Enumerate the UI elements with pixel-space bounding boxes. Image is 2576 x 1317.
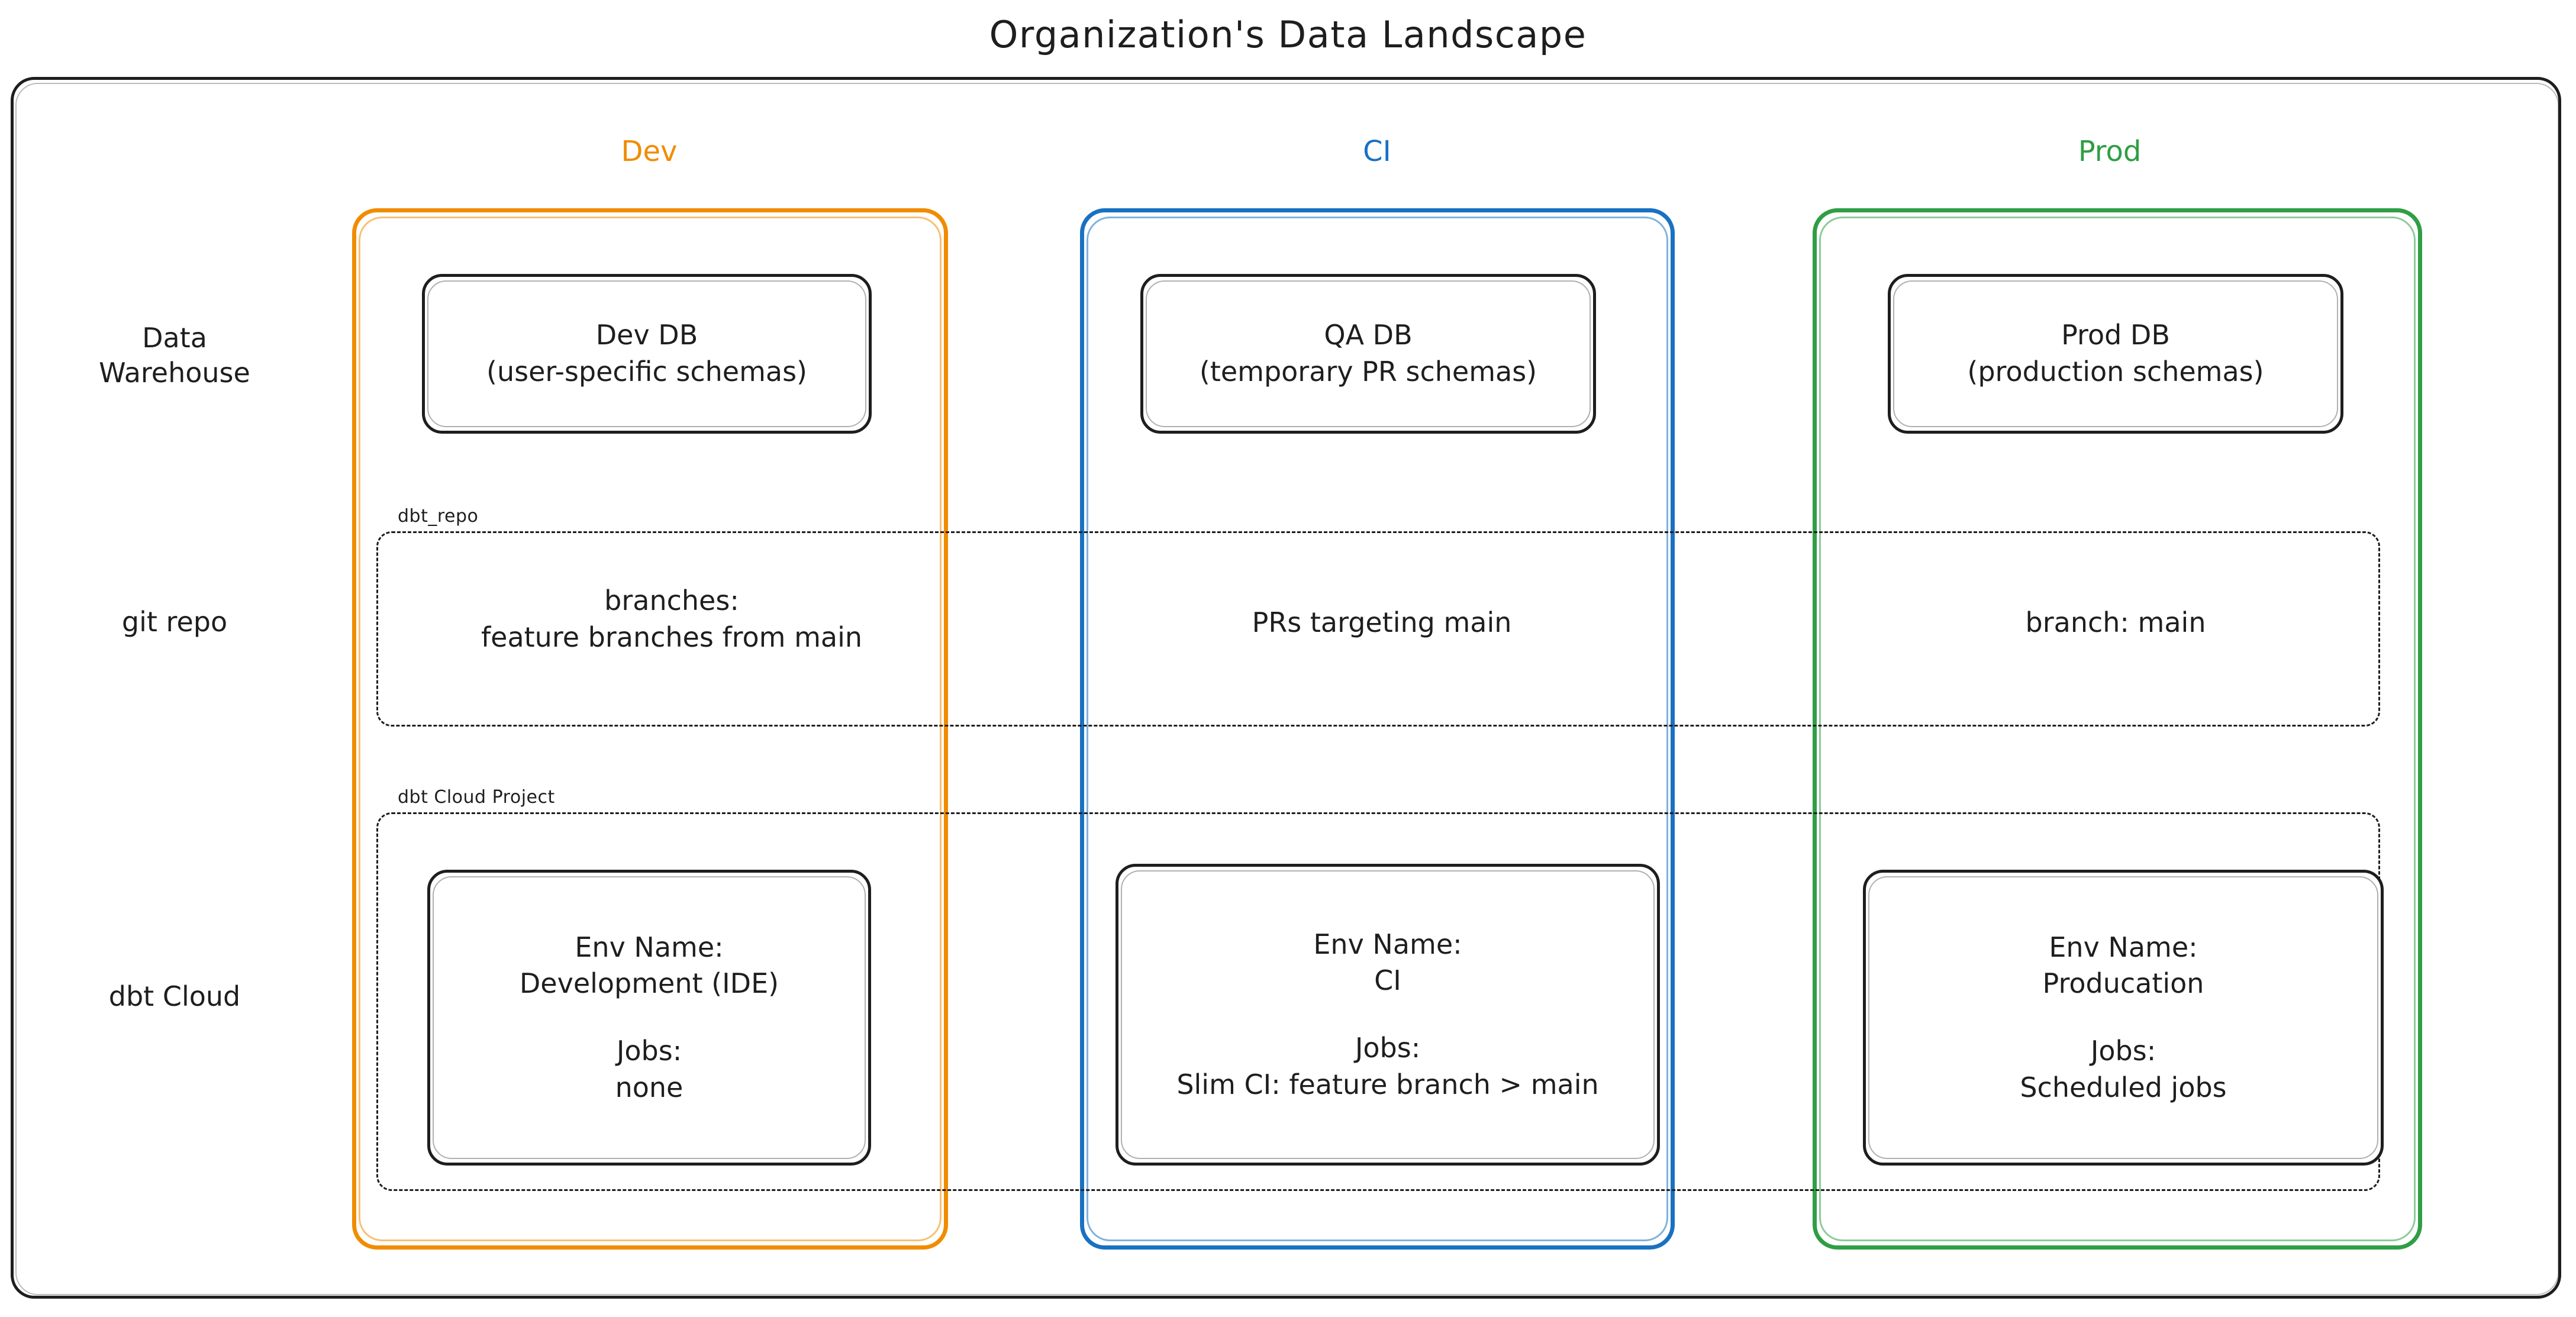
jobs-value-ci: Slim CI: feature branch > main xyxy=(1176,1068,1599,1100)
jobs-value-prod: Scheduled jobs xyxy=(2020,1071,2227,1103)
jobs-label-ci: Jobs: xyxy=(1355,1032,1421,1064)
env-header-dev: Dev xyxy=(621,135,678,168)
page-title: Organization's Data Landscape xyxy=(989,13,1587,56)
node-prod-db: Prod DB (production schemas) xyxy=(1888,274,2343,434)
sketch-stroke-echo xyxy=(1121,870,1655,1159)
node-dev-db: Dev DB (user-specific schemas) xyxy=(422,274,872,434)
node-qa-db-title: QA DB xyxy=(1324,319,1413,351)
node-dbt-env-prod: Env Name: Producation Jobs: Scheduled jo… xyxy=(1863,870,2384,1166)
jobs-label-dev: Jobs: xyxy=(616,1035,682,1067)
git-repo-text-ci: PRs targeting main xyxy=(1252,606,1512,638)
group-caption-dbt-repo: dbt_repo xyxy=(398,506,479,527)
node-qa-db-detail: (temporary PR schemas) xyxy=(1199,356,1537,388)
jobs-label-prod: Jobs: xyxy=(2090,1035,2156,1067)
node-prod-db-detail: (production schemas) xyxy=(1967,356,2264,388)
group-git-repo xyxy=(376,531,2380,727)
git-repo-text-prod: branch: main xyxy=(2025,606,2206,638)
env-name-label-ci: Env Name: xyxy=(1313,928,1462,960)
env-name-value-dev: Development (IDE) xyxy=(519,967,779,1000)
node-dev-db-title: Dev DB xyxy=(595,319,698,351)
node-qa-db: QA DB (temporary PR schemas) xyxy=(1140,274,1596,434)
env-header-ci: CI xyxy=(1363,135,1391,168)
env-name-label-dev: Env Name: xyxy=(575,931,724,963)
sketch-stroke-echo xyxy=(433,876,866,1159)
env-header-prod: Prod xyxy=(2078,135,2142,168)
node-prod-db-title: Prod DB xyxy=(2061,319,2170,351)
env-name-value-prod: Producation xyxy=(2042,967,2204,1000)
outer-frame xyxy=(11,77,2561,1299)
git-repo-text-dev: branches: feature branches from main xyxy=(481,585,863,653)
node-dbt-env-dev: Env Name: Development (IDE) Jobs: none xyxy=(427,870,871,1166)
jobs-value-dev: none xyxy=(615,1071,684,1103)
group-caption-dbt-cloud-project: dbt Cloud Project xyxy=(398,787,555,808)
env-name-label-prod: Env Name: xyxy=(2049,931,2198,963)
row-label-dbt-cloud: dbt Cloud xyxy=(108,980,241,1012)
env-name-value-ci: CI xyxy=(1374,964,1401,997)
row-label-git-repo: git repo xyxy=(121,606,228,638)
node-dbt-env-ci: Env Name: CI Jobs: Slim CI: feature bran… xyxy=(1115,864,1660,1166)
node-dev-db-detail: (user-specific schemas) xyxy=(486,356,807,388)
sketch-stroke-echo xyxy=(1868,876,2378,1159)
row-label-data-warehouse: Data Warehouse xyxy=(99,322,250,389)
